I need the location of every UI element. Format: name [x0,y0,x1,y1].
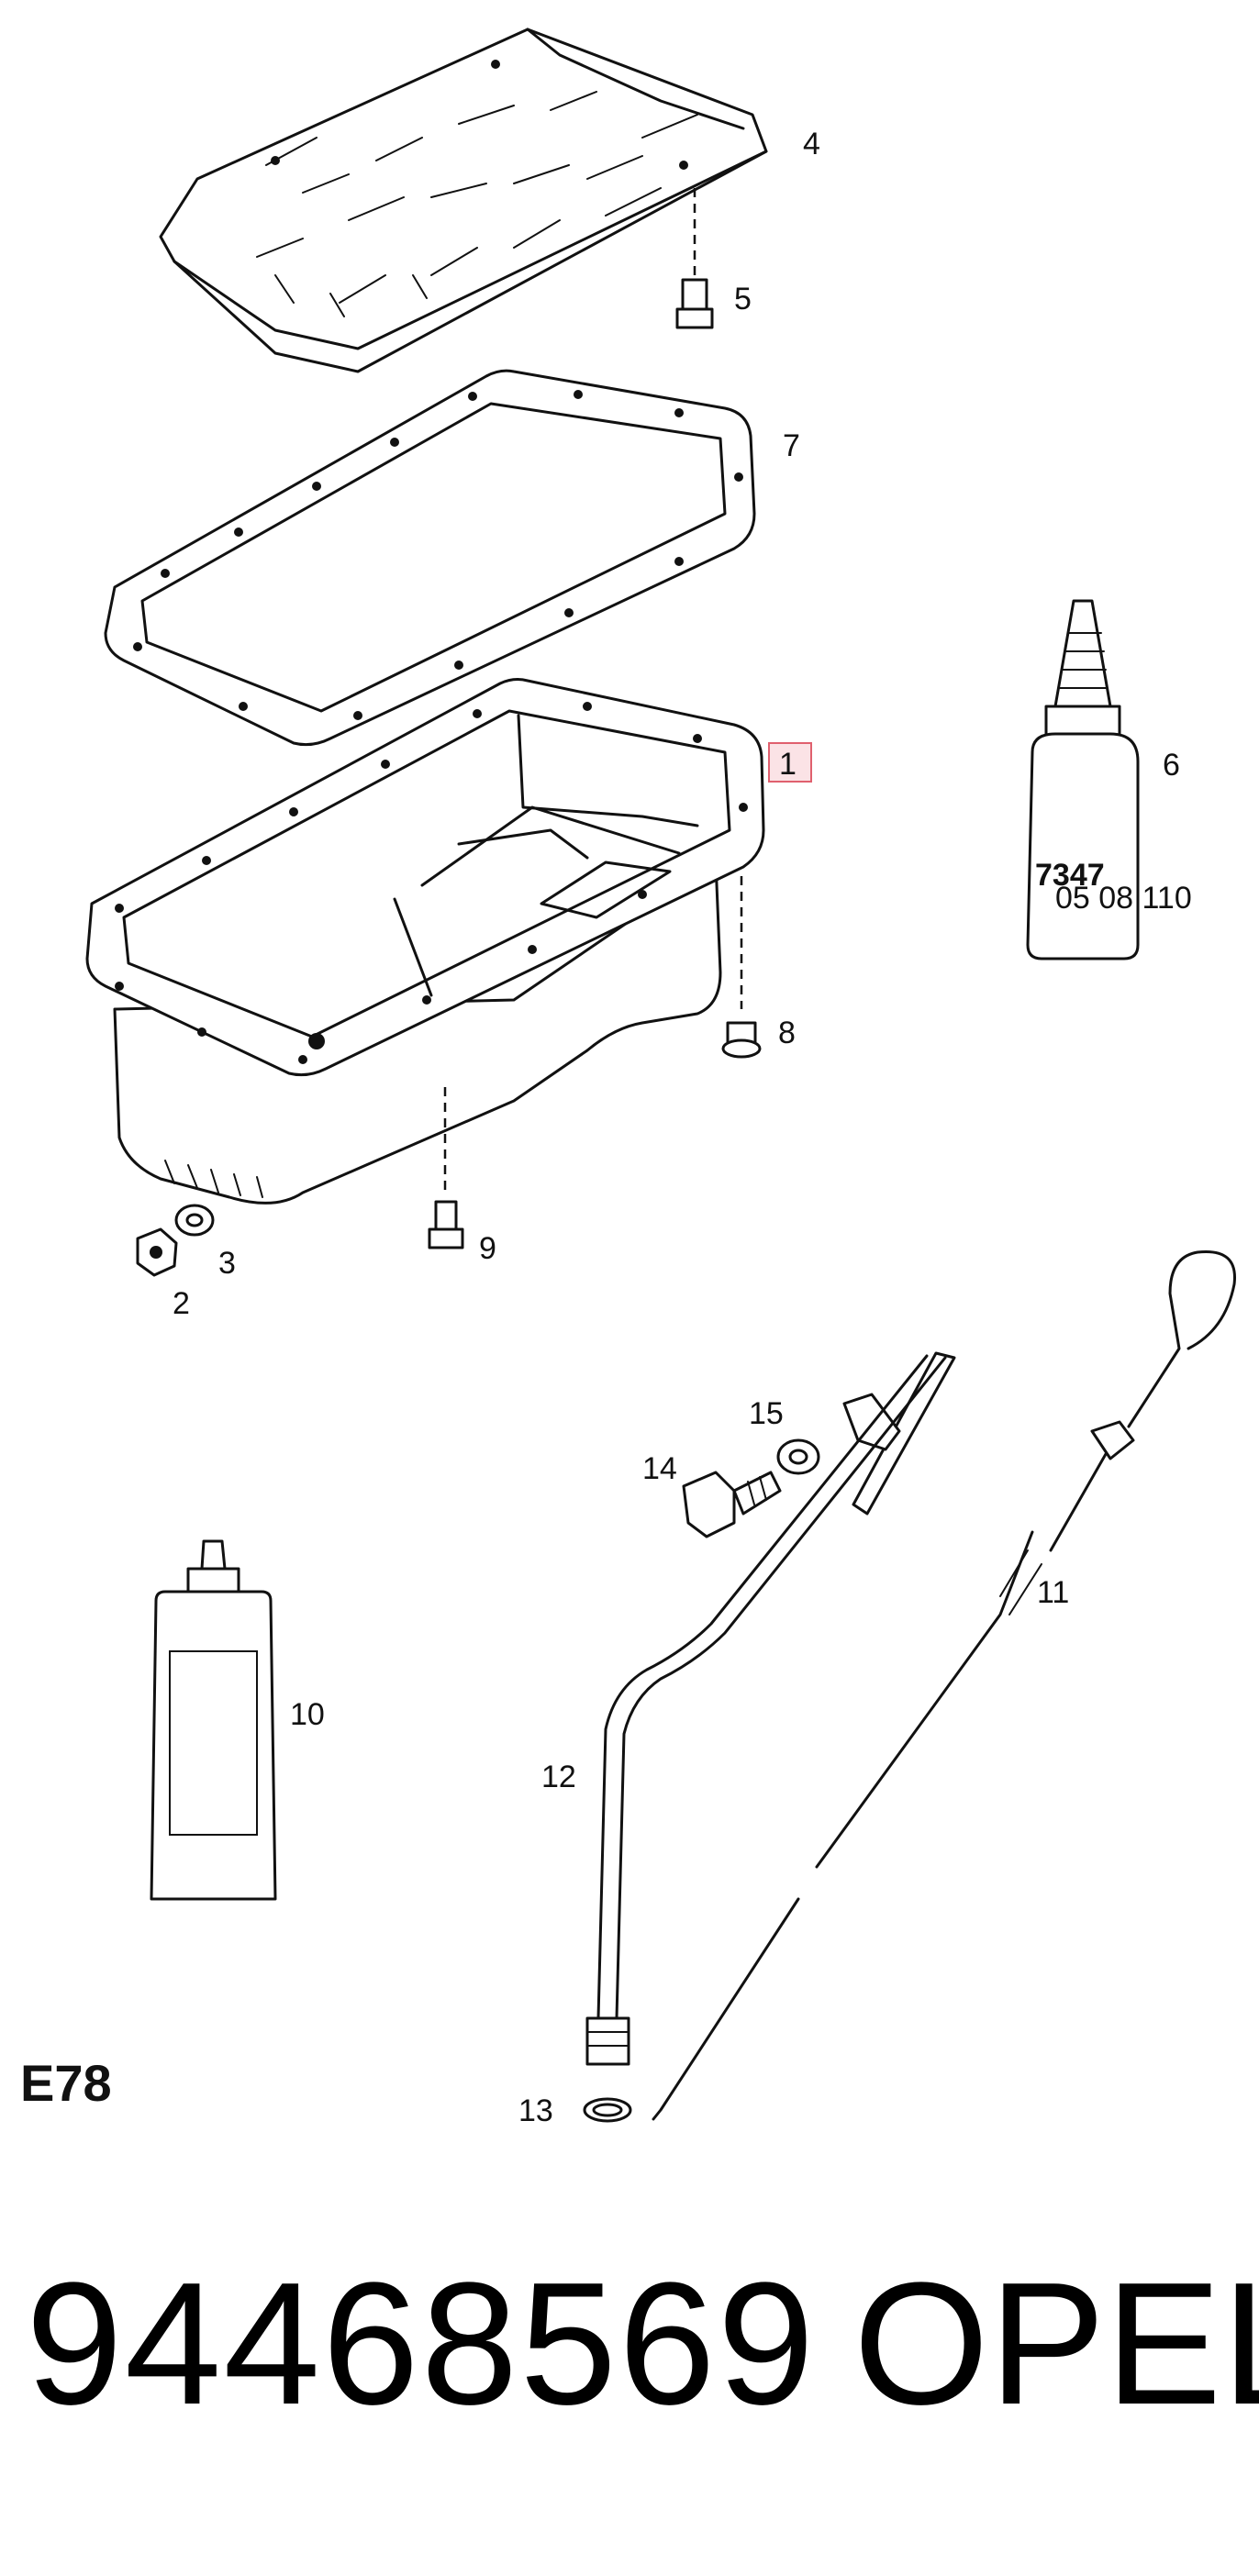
part-9-bolt[interactable] [428,1087,464,1249]
brand-name: OPEL [853,2247,1259,2441]
part-4-baffle-plate[interactable] [159,28,768,373]
part-12-guide-tube[interactable] [585,1351,956,2066]
callout-4[interactable]: 4 [803,127,820,161]
callout-labels: 1 2 3 4 5 6 7 8 9 10 11 12 13 14 15 [173,127,1180,2128]
part-15-washer[interactable] [776,1438,820,1475]
callout-9[interactable]: 9 [479,1231,496,1266]
callout-6[interactable]: 6 [1163,748,1180,783]
callout-2[interactable]: 2 [173,1286,190,1321]
bottle-label: 7347 [1035,858,1105,893]
bottle-sublabel: 05 08 110 [1055,881,1192,916]
part-3-washer[interactable] [174,1204,215,1237]
section-code: E78 [20,2054,112,2112]
callout-14[interactable]: 14 [642,1451,677,1486]
part-2-nut[interactable] [136,1227,178,1277]
callout-12[interactable]: 12 [541,1760,576,1794]
callout-5[interactable]: 5 [734,282,752,316]
callout-10[interactable]: 10 [290,1697,325,1732]
callout-15[interactable]: 15 [749,1396,784,1431]
part-11-dipstick[interactable] [652,1249,1236,2121]
callout-13[interactable]: 13 [518,2093,553,2128]
callout-7[interactable]: 7 [783,428,800,463]
callout-8[interactable]: 8 [778,1016,796,1050]
part-5-bolt[interactable] [675,188,714,329]
part-8-drain-plug[interactable] [721,876,762,1059]
part-1-oil-pan[interactable] [85,678,765,1205]
part-13-o-ring[interactable] [583,2097,632,2123]
callout-1[interactable]: 1 [779,747,797,782]
callout-3[interactable]: 3 [218,1246,236,1281]
part-6-sealant-bottle[interactable]: 7347 05 08 110 [1026,599,1192,960]
part-number: 94468569 [26,2247,817,2441]
part-14-bolt[interactable] [682,1471,782,1538]
callout-11[interactable]: 11 [1037,1575,1069,1610]
callout-1-highlight [768,742,812,783]
part-10-sealant-tube[interactable] [150,1539,277,1901]
part-7-gasket[interactable] [104,369,756,747]
